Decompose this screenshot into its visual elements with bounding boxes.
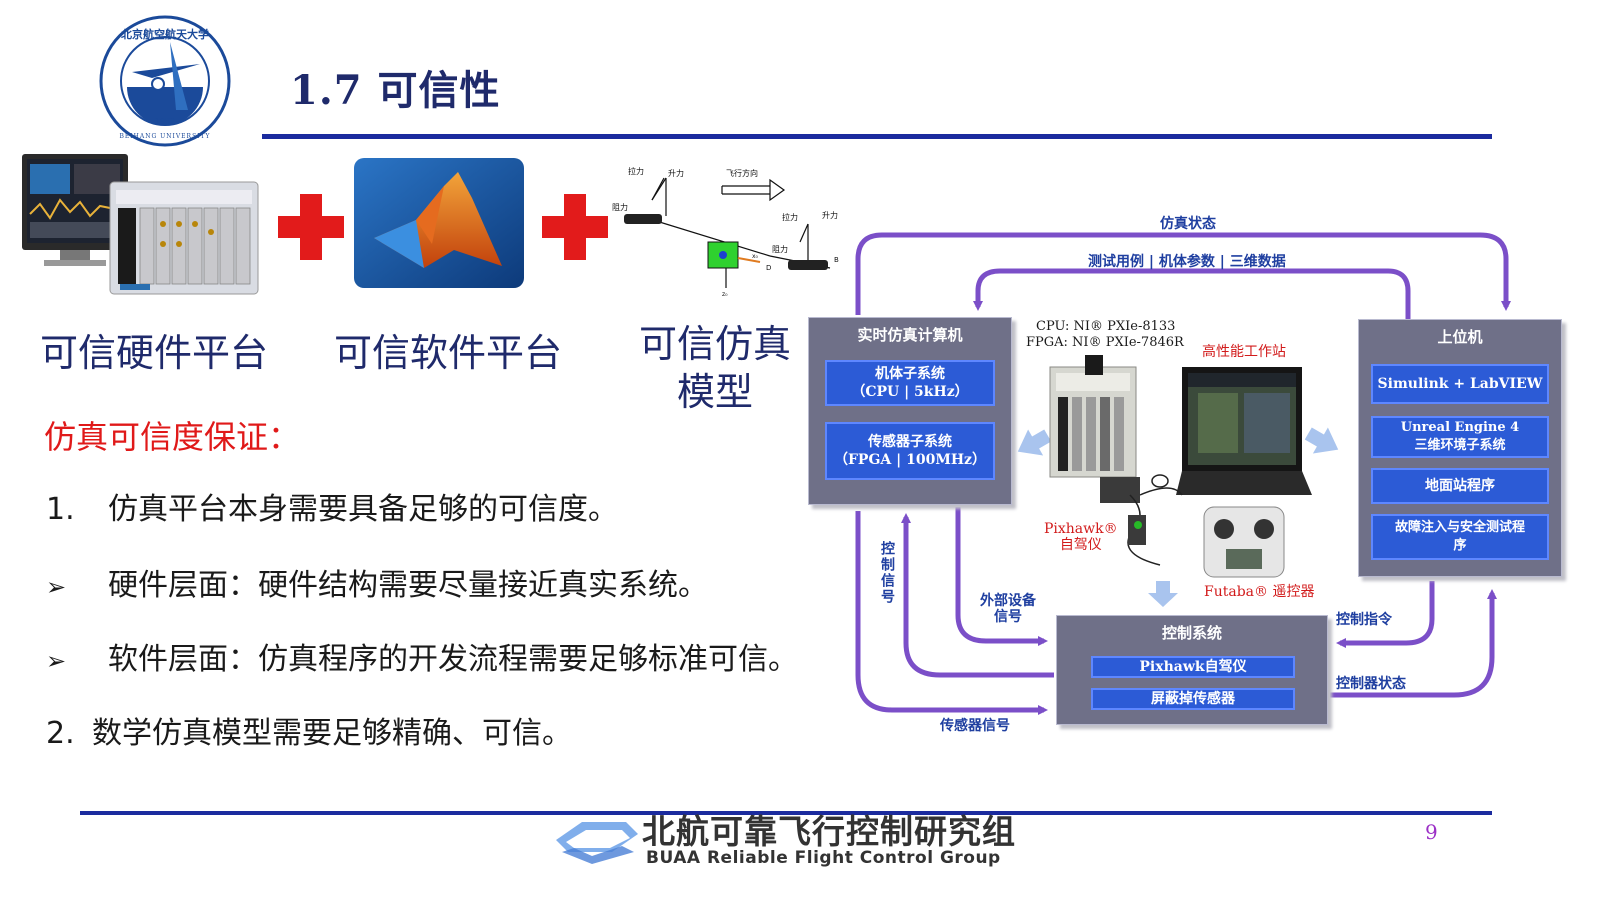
- plus-icon: [278, 194, 344, 260]
- matlab-logo: [354, 158, 524, 288]
- label-point-b: B: [834, 256, 839, 264]
- host-computer-panel: 上位机 Simulink + LabVIEW Unreal Engine 4 三…: [1358, 319, 1562, 577]
- side-label-line: 外部设备: [980, 593, 1036, 609]
- laptop-photo: [1176, 367, 1312, 495]
- photo-label-line: 自驾仪: [1059, 537, 1102, 553]
- unreal-engine-box: Unreal Engine 4 三维环境子系统: [1371, 416, 1549, 458]
- side-label-line: 信号: [994, 609, 1022, 625]
- hardware-platform-caption: 可信硬件平台: [40, 331, 269, 375]
- list-item-text: 仿真平台本身需要具备足够的可信度。: [108, 492, 618, 527]
- label-pull: 拉力: [628, 166, 644, 176]
- software-platform-caption: 可信软件平台: [334, 331, 563, 375]
- footer-rule: [80, 811, 1492, 815]
- subbox-line: 传感器子系统: [868, 434, 952, 450]
- label-axis-x: x₀: [752, 253, 759, 260]
- hil-system-diagram: 仿真状态 测试用例 | 机体参数 | 三维数据 实时仿真计算机 机体子系统 （C…: [800, 195, 1590, 755]
- fault-injection-box: 故障注入与安全测试程 序: [1371, 514, 1549, 560]
- sensor-subsystem-box: 传感器子系统 （FPGA | 100MHz）: [825, 422, 995, 480]
- guarantee-heading: 仿真可信度保证：: [44, 418, 301, 456]
- test-data-label: 测试用例 | 机体参数 | 三维数据: [1088, 254, 1286, 270]
- logo-en-text: BEIHANG UNIVERSITY: [119, 133, 210, 140]
- futaba-controller-photo: [1203, 506, 1285, 578]
- aircraft-force-diagram: 拉力 升力 阻力 飞行方向 拉力 升力 阻力 B D x₀ z₀: [612, 166, 839, 298]
- panel-title: 上位机: [1437, 328, 1483, 346]
- workstation-label: 高性能工作站: [1202, 344, 1286, 360]
- panel-title: 控制系统: [1161, 624, 1222, 642]
- list-item-text: 硬件层面：硬件结构需要尽量接近真实系统。: [108, 568, 708, 603]
- pxi-chassis-photo: [1049, 355, 1140, 503]
- controller-state-label: 控制器状态: [1336, 676, 1406, 692]
- list-item: 1. 仿真平台本身需要具备足够的可信度。: [46, 484, 618, 528]
- title-underline: [262, 134, 1492, 139]
- control-signal-label: 控制信号: [879, 541, 895, 605]
- slide-title: 1.7 可信性: [290, 67, 501, 114]
- subbox-line: Unreal Engine 4: [1400, 420, 1520, 435]
- panel-title: 实时仿真计算机: [857, 326, 963, 344]
- list-item-text: 数学仿真模型需要足够精确、可信。: [92, 716, 572, 751]
- ground-station-box: 地面站程序: [1371, 468, 1549, 504]
- external-device-signal-label: 外部设备 信号: [980, 593, 1036, 625]
- arrow-bullet-icon: ➢: [46, 647, 67, 675]
- caption-line: 可信仿真: [638, 322, 791, 366]
- list-item: ➢ 硬件层面：硬件结构需要尽量接近真实系统。: [46, 560, 708, 604]
- footer-group-name-cn: 北航可靠飞行控制研究组: [642, 812, 1016, 851]
- simulation-model-caption: 可信仿真 模型: [630, 320, 800, 416]
- subbox-line: 机体子系统: [875, 366, 945, 382]
- arrow-bullet-icon: ➢: [46, 573, 67, 601]
- page-number: 9: [1425, 820, 1438, 844]
- subbox-line: 故障注入与安全测试程: [1394, 520, 1525, 535]
- footer-group-name-en: BUAA Reliable Flight Control Group: [646, 848, 1001, 868]
- label-lift: 升力: [668, 168, 684, 178]
- subbox-line: 三维环境子系统: [1414, 438, 1506, 453]
- diagram-arrows: [855, 232, 1511, 715]
- caption-line: 模型: [676, 370, 753, 414]
- list-marker: 2.: [46, 716, 75, 751]
- list-item: ➢ 软件层面：仿真程序的开发流程需要足够标准可信。: [46, 634, 798, 678]
- beihang-university-logo: 北京航空航天大学 1952 BEIHANG UNIVERSITY: [99, 15, 231, 147]
- simulink-labview-box: Simulink + LabVIEW: [1371, 364, 1549, 404]
- control-system-panel: 控制系统 Pixhawk自驾仪 屏蔽掉传感器: [1056, 615, 1328, 725]
- subbox-line: 序: [1453, 538, 1467, 553]
- masked-sensor-box: 屏蔽掉传感器: [1091, 688, 1295, 710]
- logo-ring-text: 北京航空航天大学: [121, 27, 209, 41]
- list-item: 2. 数学仿真模型需要足够精确、可信。: [46, 708, 572, 752]
- subbox-line: （CPU | 5kHz）: [851, 384, 969, 400]
- group-logo-icon: [556, 822, 638, 864]
- cpu-label: CPU: NI® PXIe-8133: [1036, 319, 1176, 334]
- airframe-subsystem-box: 机体子系统 （CPU | 5kHz）: [825, 360, 995, 406]
- label-point-d: D: [766, 264, 771, 272]
- fpga-label: FPGA: NI® PXIe-7846R: [1026, 335, 1184, 350]
- label-axis-z: z₀: [722, 291, 728, 298]
- futaba-label: Futaba® 遥控器: [1204, 584, 1315, 600]
- label-drag: 阻力: [612, 202, 628, 212]
- pixhawk-autopilot-box: Pixhawk自驾仪: [1091, 656, 1295, 678]
- logo-year: 1952: [155, 117, 175, 126]
- ni-pxi-hardware-image: [22, 154, 259, 295]
- list-item-text: 软件层面：仿真程序的开发流程需要足够标准可信。: [108, 642, 798, 677]
- plus-icon: [542, 194, 608, 260]
- sim-state-label: 仿真状态: [1160, 216, 1216, 232]
- control-command-label: 控制指令: [1336, 612, 1392, 628]
- label-drag: 阻力: [772, 244, 788, 254]
- pixhawk-label: Pixhawk® 自驾仪: [1044, 521, 1118, 553]
- realtime-sim-computer-panel: 实时仿真计算机 机体子系统 （CPU | 5kHz） 传感器子系统 （FPGA …: [808, 317, 1012, 505]
- label-lift: 升力: [822, 210, 838, 220]
- photo-label-line: Pixhawk®: [1044, 521, 1118, 537]
- subbox-line: （FPGA | 100MHz）: [833, 452, 987, 468]
- sensor-signal-label: 传感器信号: [940, 718, 1010, 734]
- label-flight-direction: 飞行方向: [726, 168, 758, 178]
- list-marker: 1.: [46, 492, 75, 527]
- label-pull: 拉力: [782, 212, 798, 222]
